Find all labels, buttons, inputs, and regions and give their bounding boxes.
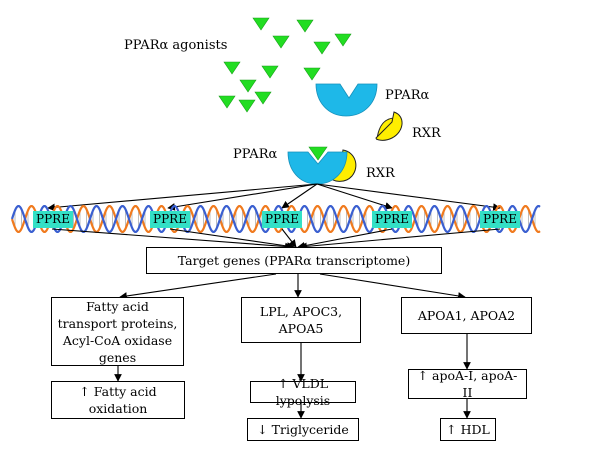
agonist-triangle-icon <box>223 61 241 75</box>
ppre-element: PPRE <box>262 211 302 228</box>
complex-to-ppre-arrows <box>47 183 501 212</box>
agonist-triangle-icon <box>308 146 328 161</box>
agonist-triangle-icon <box>254 91 272 105</box>
agonist-triangle-icon <box>261 65 279 79</box>
agonist-triangles <box>218 17 352 113</box>
agonist-triangle-icon <box>296 19 314 33</box>
ppar-receptor-icon <box>287 151 348 185</box>
gene-box-lpl: LPL, APOC3, APOA5 <box>241 297 361 343</box>
agonists-label: PPARα agonists <box>124 38 228 53</box>
agonist-triangle-icon <box>239 79 257 93</box>
agonist-triangle-icon <box>218 95 236 109</box>
ppar-bound-label: PPARα <box>233 147 278 162</box>
effect-box-hdl: ↑ HDL <box>440 418 496 441</box>
agonist-triangle-icon <box>272 35 290 49</box>
ppar-receptor-icon <box>315 83 378 117</box>
agonist-triangle-icon <box>334 33 352 47</box>
gene-box-fatty-acid: Fatty acid transport proteins, Acyl-CoA … <box>51 297 184 366</box>
gene-box-apoa: APOA1, APOA2 <box>401 297 532 334</box>
agonist-triangle-icon <box>252 17 270 31</box>
effect-box-triglyceride: ↓ Triglyceride <box>247 418 359 441</box>
ppar-free-label: PPARα <box>385 88 430 103</box>
effect-box-fatty-acid-oxidation: ↑ Fatty acid oxidation <box>51 381 185 419</box>
rxr-free-label: RXR <box>412 126 441 141</box>
agonist-triangle-icon <box>303 67 321 81</box>
ppre-element: PPRE <box>372 211 412 228</box>
ppre-element: PPRE <box>150 211 190 228</box>
effect-box-apoa-levels: ↑ apoA-I, apoA-II <box>408 368 527 400</box>
effect-box-vldl-lypolysis: ↑ VLDL lypolysis <box>250 376 356 408</box>
rxr-bound-label: RXR <box>366 166 395 181</box>
ppre-to-target-arrows <box>51 228 501 251</box>
agonist-triangle-icon <box>238 99 256 113</box>
ppre-element: PPRE <box>33 211 73 228</box>
branch-arrows <box>114 273 471 419</box>
ppre-element: PPRE <box>480 211 520 228</box>
agonist-triangle-icon <box>313 41 331 55</box>
target-genes-box: Target genes (PPARα transcriptome) <box>146 247 442 274</box>
